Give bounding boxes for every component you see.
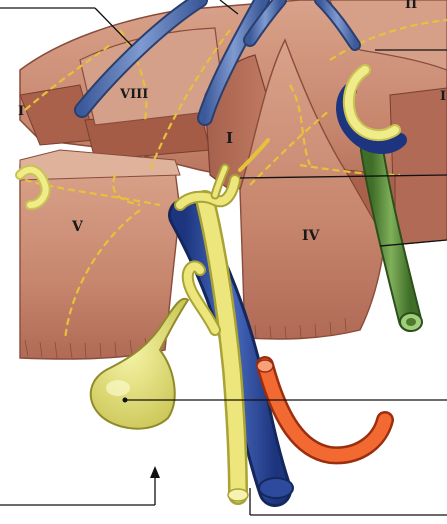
segment-label-ii: II xyxy=(405,0,417,12)
liver-cut-face-right xyxy=(390,88,447,245)
segment-label-viii: VIII xyxy=(119,87,148,102)
segment-label-iv: IV xyxy=(302,228,321,244)
segment-label-v: V xyxy=(71,219,84,235)
gallbladder-pointer-dot xyxy=(123,398,128,403)
hepatic-artery-cut-end xyxy=(257,360,273,372)
common-bile-duct-cut-end xyxy=(228,489,248,501)
segment-label-i: I xyxy=(226,129,233,147)
portal-vein-cut-end xyxy=(259,478,293,498)
gallbladder-highlight xyxy=(106,380,130,396)
segment-label-edge-right: I xyxy=(440,89,446,104)
segment-label-edge-left: I xyxy=(18,104,24,119)
round-ligament-lumen xyxy=(406,318,416,326)
